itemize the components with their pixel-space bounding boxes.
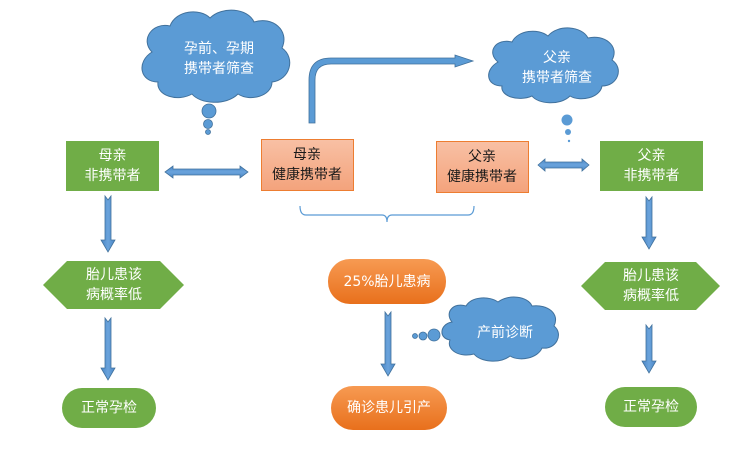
hexagon-right-low-risk: [581, 262, 720, 310]
node-father-healthy-carrier: 父亲 健康携带者: [436, 141, 529, 193]
node-father-non-carrier-label: 父亲 非携带者: [623, 148, 680, 184]
thought-bubble-dot: [418, 331, 428, 341]
node-father-healthy-carrier-label: 父亲 健康携带者: [447, 148, 517, 185]
hexagon-left-low-risk-label: 胎儿患该 病概率低: [86, 267, 142, 303]
brace-bracket: [299, 205, 475, 223]
thought-bubble-dot: [412, 333, 418, 339]
cloud-father-screening: [488, 27, 619, 143]
down-arrow-left-2: [100, 316, 116, 381]
node-center-outcome: 确诊患儿引产: [331, 386, 447, 430]
node-left-outcome: 正常孕检: [62, 388, 156, 428]
down-arrow-right-2: [641, 323, 657, 374]
thought-bubble-dot: [201, 103, 217, 119]
node-father-non-carrier: 父亲 非携带者: [600, 141, 703, 191]
thought-bubble-dot: [427, 328, 441, 342]
thought-bubble-dot: [203, 119, 213, 129]
node-center-risk-label: 25%胎儿患病: [343, 273, 431, 290]
down-arrow-left-1: [100, 194, 116, 253]
down-arrow-center: [380, 310, 396, 377]
node-center-outcome-label: 确诊患儿引产: [347, 400, 431, 416]
node-center-risk: 25%胎儿患病: [328, 259, 446, 304]
down-arrow-right-1: [641, 195, 657, 250]
node-right-outcome: 正常孕检: [605, 387, 697, 427]
hexagon-right-low-risk-label: 胎儿患该 病概率低: [623, 268, 679, 304]
cloud-mother-screening: [141, 9, 291, 135]
node-left-outcome-label: 正常孕检: [81, 400, 137, 416]
cloud-father-screening-label: 父亲 携带者筛查: [522, 50, 592, 86]
node-right-outcome-label: 正常孕检: [623, 399, 679, 415]
cloud-prenatal-diagnosis-label: 产前诊断: [477, 325, 533, 341]
hexagon-left-low-risk: [43, 261, 184, 309]
thought-bubble-dot: [567, 139, 571, 143]
thought-bubble-dot: [561, 114, 573, 126]
node-mother-healthy-carrier-label: 母亲 健康携带者: [272, 146, 342, 183]
thought-bubble-dot: [205, 129, 211, 135]
thought-bubble-dot: [565, 129, 571, 135]
node-mother-non-carrier-label: 母亲 非携带者: [84, 148, 141, 184]
double-arrow-mother: [164, 165, 249, 179]
double-arrow-father: [537, 158, 590, 172]
node-mother-non-carrier: 母亲 非携带者: [66, 141, 159, 191]
cloud-prenatal-diagnosis: [412, 296, 559, 362]
cloud-mother-screening-label: 孕前、孕期 携带者筛查: [184, 41, 254, 77]
node-mother-healthy-carrier: 母亲 健康携带者: [261, 139, 354, 191]
bent-arrow-to-father-screening: [308, 54, 475, 124]
